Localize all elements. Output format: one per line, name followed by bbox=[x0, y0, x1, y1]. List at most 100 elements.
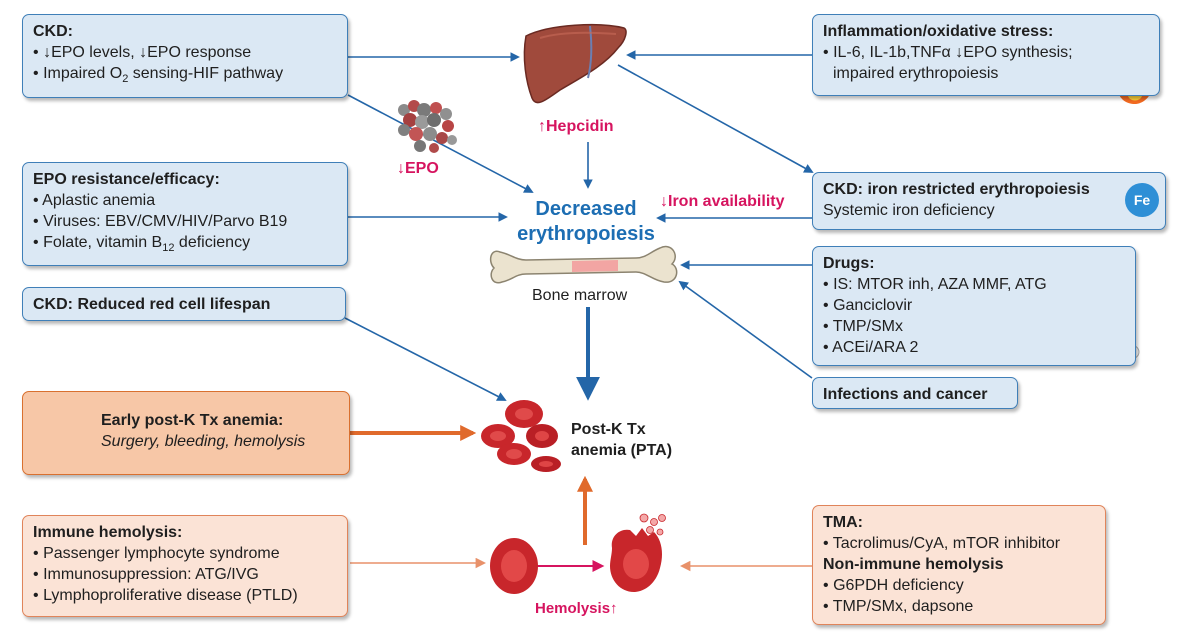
liver-icon bbox=[523, 23, 627, 104]
epo-resistance-line-3: • Folate, vitamin B12 deficiency bbox=[33, 232, 337, 259]
down-arrow-symbol: ↓ bbox=[139, 44, 148, 61]
drugs-line-2: • Ganciclovir bbox=[823, 295, 1125, 316]
drug-acei: ACEi/ARA 2 bbox=[832, 339, 919, 356]
passenger-lymphocyte: Passenger lymphocyte syndrome bbox=[43, 545, 280, 562]
ckd-title: CKD: bbox=[33, 23, 73, 40]
arrow-liver-to-iron-box bbox=[617, 64, 814, 173]
bullet: • bbox=[823, 297, 829, 314]
tma-line-1: • Tacrolimus/CyA, mTOR inhibitor bbox=[823, 533, 1095, 554]
tma-line-3: • TMP/SMx, dapsone bbox=[823, 596, 1095, 617]
immune-line-3: • Lymphoproliferative disease (PTLD) bbox=[33, 585, 337, 606]
iron-restricted-line-1: Systemic iron deficiency bbox=[823, 202, 995, 219]
epo-resistance-line-1: • Aplastic anemia bbox=[33, 190, 337, 211]
epo-resistance-line-2: • Viruses: EBV/CMV/HIV/Parvo B19 bbox=[33, 211, 337, 232]
inflammation-box: Inflammation/oxidative stress: • IL-6, I… bbox=[812, 14, 1160, 96]
bullet: • bbox=[33, 545, 39, 562]
ckd-o2-text: Impaired O bbox=[43, 65, 123, 82]
tma-title: TMA: bbox=[823, 514, 863, 531]
bullet: • bbox=[823, 318, 829, 335]
red-blood-cells-icon bbox=[481, 400, 561, 472]
hemolysis-label: Hemolysis↑ bbox=[535, 600, 618, 617]
arrow-lifespan-to-pta bbox=[344, 317, 507, 401]
viruses: Viruses: EBV/CMV/HIV/Parvo B19 bbox=[43, 213, 288, 230]
immune-line-1: • Passenger lymphocyte syndrome bbox=[33, 543, 337, 564]
ptld: Lymphoproliferative disease (PTLD) bbox=[43, 587, 298, 604]
down-arrow-symbol: ↓ bbox=[43, 44, 52, 61]
bullet: • bbox=[823, 598, 829, 615]
bullet: • bbox=[33, 213, 39, 230]
bullet: • bbox=[33, 566, 39, 583]
inflammation-cytokines: IL-6, IL-1b,TNF bbox=[833, 44, 942, 61]
early-anemia-title: Early post-K Tx anemia: bbox=[101, 412, 284, 429]
immune-hemolysis-box: Immune hemolysis: • Passenger lymphocyte… bbox=[22, 515, 348, 617]
bullet: • bbox=[823, 577, 829, 594]
inflammation-line-2: impaired erythropoiesis bbox=[833, 65, 999, 82]
pta-label: Post-K Tx anemia (PTA) bbox=[571, 419, 672, 461]
pta-line-1: Post-K Tx bbox=[571, 421, 646, 438]
bullet: • bbox=[823, 276, 829, 293]
immune-line-2: • Immunosuppression: ATG/IVG bbox=[33, 564, 337, 585]
epo-label: ↓EPO bbox=[397, 160, 439, 177]
ckd-line-2: • Impaired O2 sensing-HIF pathway bbox=[33, 63, 337, 90]
iron-restricted-title: CKD: iron restricted erythropoiesis bbox=[823, 181, 1090, 198]
bullet: • bbox=[33, 234, 39, 251]
ckd-line-1: • ↓EPO levels, ↓EPO response bbox=[33, 42, 337, 63]
bone-marrow-label: Bone marrow bbox=[532, 287, 628, 304]
aplastic-anemia: Aplastic anemia bbox=[42, 192, 156, 209]
b12-subscript: 12 bbox=[162, 242, 175, 254]
drug-ganciclovir: Ganciclovir bbox=[833, 297, 913, 314]
bullet: • bbox=[823, 339, 829, 356]
drugs-title: Drugs: bbox=[823, 255, 875, 272]
inflammation-line-1: • IL-6, IL-1b,TNFα ↓EPO synthesis; bbox=[823, 42, 1149, 63]
decreased-erythropoiesis-label: Decreased erythropoiesis bbox=[508, 197, 664, 247]
ckd-epo-response: EPO response bbox=[147, 44, 252, 61]
immune-hemolysis-title: Immune hemolysis: bbox=[33, 524, 183, 541]
bone-icon bbox=[489, 245, 678, 284]
epo-molecule-icon bbox=[398, 100, 457, 153]
folate-text: Folate, vitamin B bbox=[43, 234, 163, 251]
ckd-epo-levels: EPO levels, bbox=[51, 44, 135, 61]
hepcidin-label: ↑Hepcidin bbox=[538, 118, 614, 135]
early-anemia-box: Early post-K Tx anemia: Surgery, bleedin… bbox=[22, 391, 350, 475]
inflammation-epo-synthesis: EPO synthesis; bbox=[963, 44, 1073, 61]
iron-restricted-box: CKD: iron restricted erythropoiesis Syst… bbox=[812, 172, 1166, 230]
ckd-box: CKD: • ↓EPO levels, ↓EPO response • Impa… bbox=[22, 14, 348, 98]
bullet: • bbox=[33, 587, 39, 604]
ckd-o2-subscript: 2 bbox=[122, 73, 129, 85]
bullet: • bbox=[823, 44, 829, 61]
drugs-line-4: • ACEi/ARA 2 bbox=[823, 337, 1125, 358]
epo-resistance-title: EPO resistance/efficacy: bbox=[33, 171, 220, 188]
inflammation-alpha: α bbox=[941, 44, 951, 61]
g6pdh: G6PDH deficiency bbox=[833, 577, 964, 594]
reduced-lifespan-box: CKD: Reduced red cell lifespan bbox=[22, 287, 346, 321]
dapsone: TMP/SMx, dapsone bbox=[832, 598, 974, 615]
bullet: • bbox=[33, 44, 39, 61]
ckd-hif-text: sensing-HIF pathway bbox=[128, 65, 284, 82]
pta-line-2: anemia (PTA) bbox=[571, 442, 673, 459]
reduced-lifespan-title: CKD: Reduced red cell lifespan bbox=[33, 296, 271, 313]
non-immune-hemolysis-title: Non-immune hemolysis bbox=[823, 556, 1004, 573]
tma-line-2: • G6PDH deficiency bbox=[823, 575, 1095, 596]
iron-badge-icon: Fe bbox=[1125, 183, 1159, 217]
inflammation-title: Inflammation/oxidative stress: bbox=[823, 23, 1054, 40]
bullet: • bbox=[33, 192, 39, 209]
drugs-line-1: • IS: MTOR inh, AZA MMF, ATG bbox=[823, 274, 1125, 295]
down-arrow-symbol: ↓ bbox=[955, 44, 964, 61]
deficiency-text: deficiency bbox=[174, 234, 251, 251]
decreased-line-1: Decreased bbox=[535, 198, 637, 220]
iron-availability-label: ↓Iron availability bbox=[660, 193, 785, 210]
epo-resistance-box: EPO resistance/efficacy: • Aplastic anem… bbox=[22, 162, 348, 266]
tacrolimus: Tacrolimus/CyA, mTOR inhibitor bbox=[832, 535, 1061, 552]
drugs-line-3: • TMP/SMx bbox=[823, 316, 1125, 337]
tma-box: TMA: • Tacrolimus/CyA, mTOR inhibitor No… bbox=[812, 505, 1106, 625]
early-anemia-line-1: Surgery, bleeding, hemolysis bbox=[101, 433, 306, 450]
arrow-infections-to-bone bbox=[678, 280, 813, 379]
bullet: • bbox=[33, 65, 39, 82]
infections-cancer-box: Infections and cancer bbox=[812, 377, 1018, 409]
damaged-red-cell-icon bbox=[610, 513, 666, 592]
drug-tmp-smx: TMP/SMx bbox=[832, 318, 903, 335]
drug-is: IS: MTOR inh, AZA MMF, ATG bbox=[833, 276, 1047, 293]
immunosuppression: Immunosuppression: ATG/IVG bbox=[43, 566, 259, 583]
red-blood-cell-icon bbox=[490, 538, 538, 594]
